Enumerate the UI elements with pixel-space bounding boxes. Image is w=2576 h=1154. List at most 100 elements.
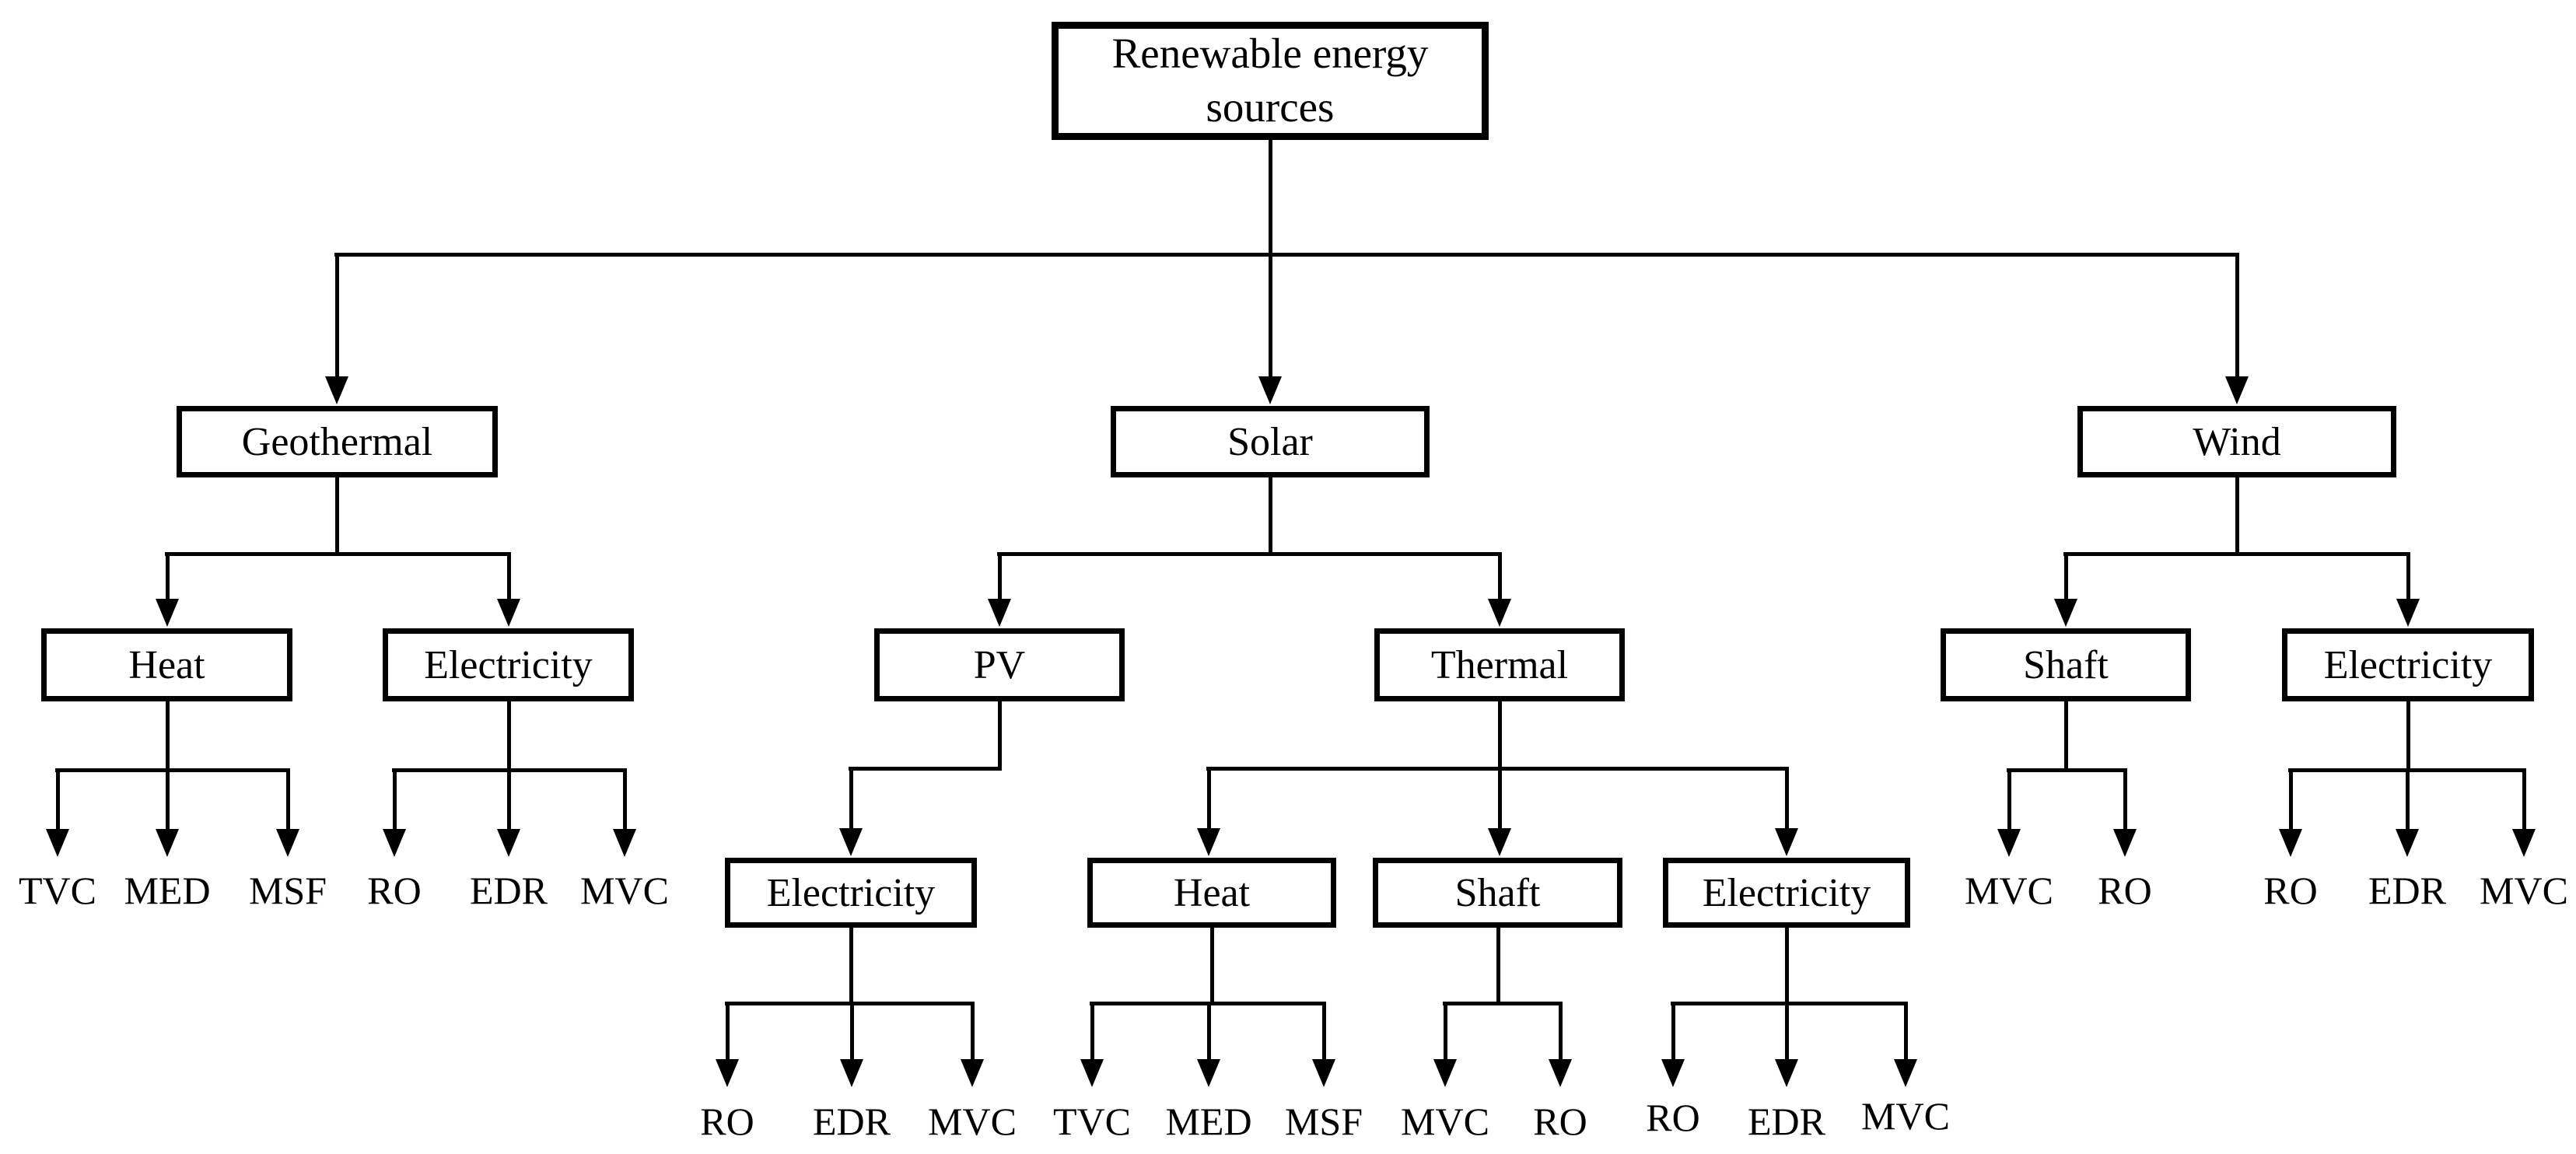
leaf-thermal-shaft-ro: RO bbox=[1533, 1100, 1587, 1143]
connector-arrow-shaft bbox=[166, 554, 170, 602]
connector-arrow-shaft bbox=[56, 770, 60, 832]
arrowhead-down-icon bbox=[2113, 829, 2137, 857]
connector-arrow-shaft bbox=[623, 770, 627, 832]
arrowhead-down-icon bbox=[497, 829, 520, 857]
connector-arrow-shaft bbox=[1207, 1003, 1211, 1062]
connector-horizontal-line bbox=[849, 767, 1002, 771]
leaf-thermal-electricity-edr: EDR bbox=[1748, 1100, 1825, 1143]
connector-arrow-shaft bbox=[1498, 768, 1502, 831]
leaf-thermal-heat-tvc: TVC bbox=[1053, 1100, 1131, 1143]
connector-arrow-shaft bbox=[1559, 1003, 1563, 1062]
connector-arrow-shaft bbox=[1498, 554, 1502, 602]
arrowhead-down-icon bbox=[839, 828, 863, 856]
connector-arrow-shaft bbox=[726, 1003, 730, 1062]
connector-vertical-line bbox=[1498, 701, 1502, 771]
leaf-wind-shaft-ro: RO bbox=[2098, 869, 2152, 912]
connector-arrow-shaft bbox=[2235, 254, 2239, 379]
connector-vertical-line bbox=[2235, 477, 2239, 556]
arrowhead-down-icon bbox=[1775, 828, 1798, 856]
arrowhead-down-icon bbox=[988, 599, 1011, 627]
leaf-geothermal-heat-tvc: TVC bbox=[19, 869, 96, 912]
connector-arrow-shaft bbox=[1322, 1003, 1326, 1062]
arrowhead-down-icon bbox=[961, 1059, 984, 1087]
connector-arrow-shaft bbox=[335, 254, 339, 379]
leaf-thermal-electricity-ro: RO bbox=[1646, 1096, 1700, 1139]
node-thermal-heat: Heat bbox=[1087, 858, 1336, 928]
node-wind-electricity: Electricity bbox=[2282, 628, 2534, 701]
leaf-pv-electricity-edr: EDR bbox=[813, 1100, 891, 1143]
arrowhead-down-icon bbox=[2396, 829, 2419, 857]
arrowhead-down-icon bbox=[1197, 828, 1220, 856]
connector-vertical-line bbox=[507, 701, 511, 772]
connector-horizontal-line bbox=[2007, 768, 2127, 772]
node-geothermal-heat: Heat bbox=[41, 628, 292, 701]
connector-arrow-shaft bbox=[1671, 1003, 1675, 1062]
arrowhead-down-icon bbox=[2225, 376, 2249, 404]
connector-arrow-shaft bbox=[971, 1003, 975, 1062]
connector-arrow-shaft bbox=[2123, 770, 2127, 832]
leaf-geothermal-electricity-mvc: MVC bbox=[580, 869, 669, 912]
leaf-thermal-heat-med: MED bbox=[1165, 1100, 1252, 1143]
connector-arrow-shaft bbox=[1904, 1003, 1908, 1062]
connector-arrow-shaft bbox=[1444, 1003, 1447, 1062]
node-geothermal-electricity: Electricity bbox=[383, 628, 634, 701]
connector-arrow-shaft bbox=[2522, 770, 2526, 832]
connector-arrow-shaft bbox=[507, 554, 511, 602]
leaf-geothermal-heat-msf: MSF bbox=[248, 869, 327, 912]
connector-arrow-shaft bbox=[849, 768, 853, 831]
arrowhead-down-icon bbox=[1433, 1059, 1457, 1087]
connector-arrow-shaft bbox=[166, 770, 170, 832]
arrowhead-down-icon bbox=[1488, 599, 1511, 627]
node-pv-electricity: Electricity bbox=[725, 858, 977, 928]
connector-arrow-shaft bbox=[850, 1003, 854, 1062]
node-thermal-shaft: Shaft bbox=[1373, 858, 1622, 928]
connector-arrow-shaft bbox=[2007, 770, 2011, 832]
connector-vertical-line bbox=[166, 701, 170, 772]
arrowhead-down-icon bbox=[840, 1059, 863, 1087]
node-renewable-energy-sources: Renewable energy sources bbox=[1052, 22, 1489, 140]
arrowhead-down-icon bbox=[1258, 376, 1282, 404]
arrowhead-down-icon bbox=[156, 599, 179, 627]
arrowhead-down-icon bbox=[1197, 1059, 1220, 1087]
connector-arrow-shaft bbox=[1785, 768, 1789, 831]
arrowhead-down-icon bbox=[2512, 829, 2536, 857]
arrowhead-down-icon bbox=[325, 376, 348, 404]
connector-vertical-line bbox=[1785, 928, 1789, 1005]
arrowhead-down-icon bbox=[1894, 1059, 1917, 1087]
connector-arrow-shaft bbox=[507, 770, 511, 832]
connector-horizontal-line bbox=[1671, 1002, 1908, 1005]
node-solar: Solar bbox=[1111, 406, 1430, 477]
connector-arrow-shaft bbox=[2406, 554, 2410, 602]
arrowhead-down-icon bbox=[276, 829, 299, 857]
arrowhead-down-icon bbox=[46, 829, 69, 857]
arrowhead-down-icon bbox=[1661, 1059, 1685, 1087]
arrowhead-down-icon bbox=[1997, 829, 2021, 857]
node-geothermal: Geothermal bbox=[177, 406, 498, 477]
connector-arrow-shaft bbox=[286, 770, 290, 832]
node-thermal-electricity: Electricity bbox=[1663, 858, 1910, 928]
connector-vertical-line bbox=[1496, 928, 1500, 1005]
arrowhead-down-icon bbox=[1488, 828, 1511, 856]
leaf-geothermal-heat-med: MED bbox=[124, 869, 211, 912]
connector-horizontal-line bbox=[334, 253, 2239, 257]
connector-arrow-shaft bbox=[2406, 770, 2410, 832]
leaf-geothermal-electricity-edr: EDR bbox=[470, 869, 548, 912]
arrowhead-down-icon bbox=[1080, 1059, 1104, 1087]
connector-horizontal-line bbox=[55, 768, 290, 772]
connector-horizontal-line bbox=[997, 552, 1502, 556]
connector-arrow-shaft bbox=[1090, 1003, 1094, 1062]
leaf-geothermal-electricity-ro: RO bbox=[367, 869, 422, 912]
leaf-pv-electricity-ro: RO bbox=[700, 1100, 754, 1143]
leaf-pv-electricity-mvc: MVC bbox=[928, 1100, 1017, 1143]
connector-horizontal-line bbox=[1443, 1002, 1563, 1005]
node-solar-pv: PV bbox=[874, 628, 1125, 701]
connector-vertical-line bbox=[1269, 477, 1272, 556]
arrowhead-down-icon bbox=[1549, 1059, 1572, 1087]
leaf-wind-electricity-mvc: MVC bbox=[2480, 869, 2568, 912]
leaf-thermal-electricity-mvc: MVC bbox=[1861, 1094, 1950, 1138]
arrowhead-down-icon bbox=[1312, 1059, 1335, 1087]
connector-horizontal-line bbox=[2063, 552, 2410, 556]
connector-vertical-line bbox=[2406, 701, 2410, 772]
connector-vertical-line bbox=[998, 701, 1002, 771]
